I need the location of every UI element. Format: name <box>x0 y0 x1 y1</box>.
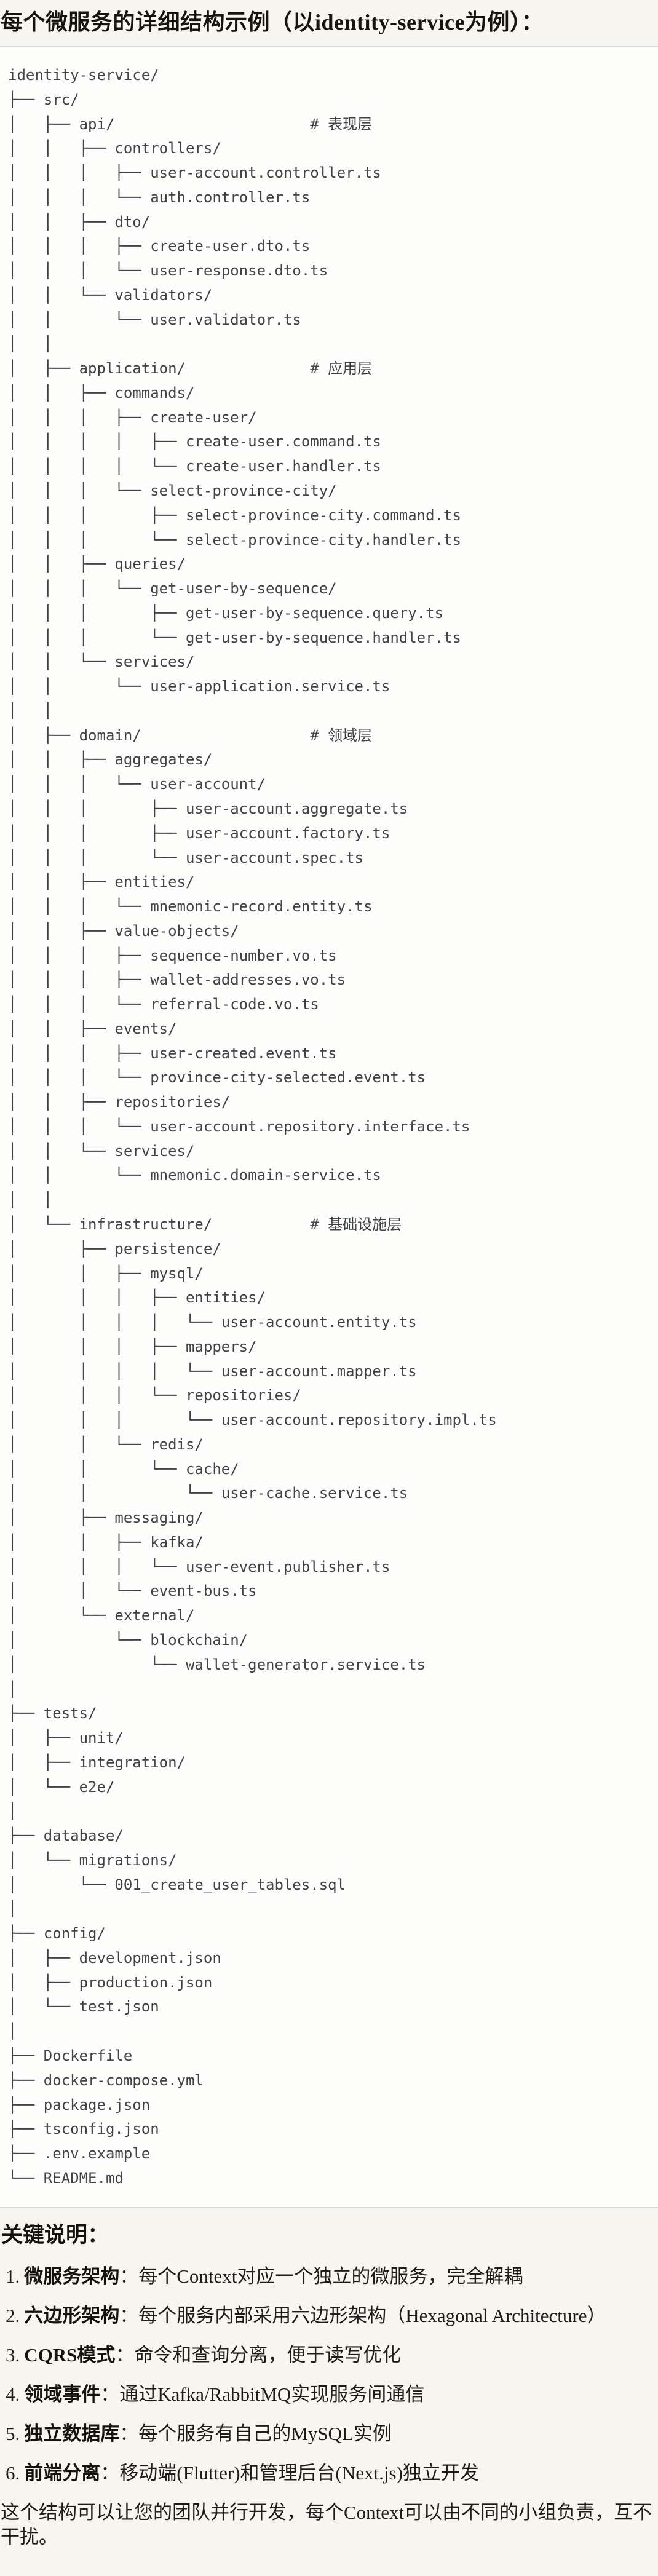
note-term: 微服务架构 <box>24 2265 120 2287</box>
closing-paragraph: 这个结构可以让您的团队并行开发，每个Context可以由不同的小组负责，互不干扰… <box>1 2501 652 2548</box>
page-title: 每个微服务的详细结构示例（以identity-service为例）： <box>1 10 544 34</box>
note-number: 3. <box>6 2344 20 2366</box>
note-item: 6.前端分离：移动端(Flutter)和管理后台(Next.js)独立开发 <box>0 2461 658 2486</box>
note-item: 1.微服务架构：每个Context对应一个独立的微服务，完全解耦 <box>0 2264 658 2289</box>
directory-tree: identity-service/ ├── src/ │ ├── api/ # … <box>8 66 497 2187</box>
note-desc: ：通过Kafka/RabbitMQ实现服务间通信 <box>100 2383 425 2405</box>
note-desc: ：每个Context对应一个独立的微服务，完全解耦 <box>119 2265 523 2287</box>
directory-tree-code-block: identity-service/ ├── src/ │ ├── api/ # … <box>0 46 658 2208</box>
note-desc: ：命令和查询分离，便于读写优化 <box>115 2344 402 2366</box>
note-desc: ：移动端(Flutter)和管理后台(Next.js)独立开发 <box>100 2462 479 2484</box>
note-term: 独立数据库 <box>24 2422 120 2444</box>
note-number: 1. <box>6 2265 20 2287</box>
note-term: CQRS模式 <box>24 2344 116 2366</box>
note-term: 领域事件 <box>24 2383 101 2405</box>
note-number: 5. <box>6 2422 20 2444</box>
note-item: 3.CQRS模式：命令和查询分离，便于读写优化 <box>0 2343 658 2368</box>
note-item: 4.领域事件：通过Kafka/RabbitMQ实现服务间通信 <box>0 2382 658 2407</box>
note-number: 2. <box>6 2304 20 2326</box>
note-item: 2.六边形架构：每个服务内部采用六边形架构（Hexagonal Architec… <box>0 2304 658 2328</box>
notes-heading: 关键说明： <box>1 2222 109 2247</box>
note-item: 5.独立数据库：每个服务有自己的MySQL实例 <box>0 2422 658 2446</box>
note-number: 4. <box>6 2383 20 2405</box>
note-desc: ：每个服务内部采用六边形架构（Hexagonal Architecture） <box>119 2304 606 2326</box>
note-term: 六边形架构 <box>24 2304 120 2326</box>
notes-section: 关键说明： 1.微服务架构：每个Context对应一个独立的微服务，完全解耦 2… <box>0 2221 658 2576</box>
note-desc: ：每个服务有自己的MySQL实例 <box>119 2422 392 2444</box>
note-term: 前端分离 <box>24 2462 101 2484</box>
note-number: 6. <box>6 2462 20 2484</box>
